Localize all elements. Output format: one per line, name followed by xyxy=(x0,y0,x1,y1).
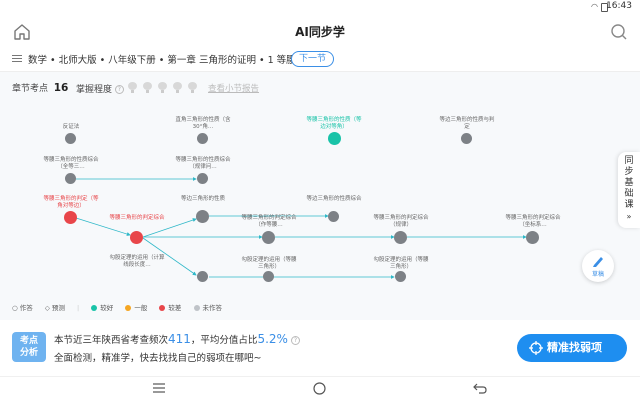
connector-lines xyxy=(75,177,527,279)
hint-line: 全面检测，精准学，快去找找自己的弱项在哪吧~ xyxy=(54,353,262,364)
help-icon[interactable]: ? xyxy=(290,336,300,345)
legend-answered: ○ 作答 xyxy=(12,304,33,312)
node-label: 反证法 xyxy=(62,124,80,130)
back-nav-icon[interactable] xyxy=(473,382,487,394)
knowledge-node[interactable] xyxy=(262,231,275,244)
help-icon[interactable]: ? xyxy=(114,85,124,94)
knowledge-map-panel: 章节考点 16 掌握程度 ? 查看小节报告 反证法 直角三角形的性质（含30°角… xyxy=(0,72,640,320)
pencil-icon xyxy=(593,257,603,267)
knowledge-node[interactable] xyxy=(328,132,341,145)
knowledge-node[interactable] xyxy=(197,271,208,282)
node-label: 直角三角形的性质（含30°角… xyxy=(175,117,231,130)
node-label: 等边三角形的性质 xyxy=(180,196,225,202)
legend-fair: 一般 xyxy=(125,304,147,312)
target-icon xyxy=(529,341,543,355)
node-label: 勾股定理的运用（计算线段长度… xyxy=(109,255,165,268)
frequency-value: 411 xyxy=(168,332,191,346)
page-title: AI同步学 xyxy=(295,25,345,39)
legend-good: 较好 xyxy=(91,304,113,312)
node-label: 等腰三角形的性质综合（全等三… xyxy=(43,157,99,170)
search-icon[interactable] xyxy=(610,23,628,41)
status-bar: ◠ 16:43 xyxy=(0,0,640,14)
find-weakness-label: 精准找弱项 xyxy=(547,341,602,354)
wifi-icon: ◠ xyxy=(591,2,598,11)
sync-basic-course-tab[interactable]: 同步基础课 » xyxy=(618,152,640,228)
node-label: 等腰三角形的判定综合（坐标系… xyxy=(505,215,561,228)
knowledge-node[interactable] xyxy=(65,133,76,144)
side-tab-label: 同步基础课 xyxy=(624,156,634,210)
node-label: 等腰三角形的判定综合 xyxy=(109,215,165,221)
next-section-button[interactable]: 下一节 xyxy=(291,51,334,67)
chapter-points-value: 16 xyxy=(53,82,69,94)
frequency-line: 本节近三年陕西省考查频次411，平均分值占比5.2% ? xyxy=(54,332,300,346)
node-label: 勾股定理的运用（等腰三角形） xyxy=(373,257,429,270)
legend: ○ 作答 ◇ 预测 | 较好 一般 较差 未作答 xyxy=(12,304,222,312)
knowledge-node[interactable] xyxy=(64,211,77,224)
draft-label: 草稿 xyxy=(591,271,604,278)
mastery-label: 掌握程度 xyxy=(76,85,113,95)
app-header: AI同步学 xyxy=(0,14,640,48)
bulb-icon xyxy=(173,82,182,93)
system-nav-bar xyxy=(0,376,640,400)
node-label: 等边三角形的性质与判定 xyxy=(439,117,495,130)
section-report-link[interactable]: 查看小节报告 xyxy=(208,84,260,94)
legend-poor: 较差 xyxy=(159,304,181,312)
knowledge-node[interactable] xyxy=(526,231,539,244)
exam-analysis-footer: 考点分析 本节近三年陕西省考查频次411，平均分值占比5.2% ? 全面检测，精… xyxy=(0,320,640,376)
knowledge-node[interactable] xyxy=(263,271,274,282)
menu-nav-icon[interactable] xyxy=(153,383,165,393)
bulb-icon xyxy=(128,82,137,93)
knowledge-node[interactable] xyxy=(65,173,76,184)
exam-analysis-badge: 考点分析 xyxy=(12,332,46,362)
knowledge-node[interactable] xyxy=(196,210,209,223)
status-time: 16:43 xyxy=(606,1,632,11)
knowledge-node[interactable] xyxy=(461,133,472,144)
menu-icon[interactable] xyxy=(12,53,22,63)
node-label: 等边三角形的性质综合 xyxy=(306,196,362,202)
mastery-level: 掌握程度 ? xyxy=(76,82,124,95)
chevron-right-icon: » xyxy=(626,212,632,221)
breadcrumb-bar: 数学 • 北师大版 • 八年级下册 • 第一章 三角形的证明 • 1 等腰三角形… xyxy=(0,48,640,70)
home-nav-icon[interactable] xyxy=(313,382,326,395)
bulb-icon xyxy=(143,82,152,93)
find-weakness-button[interactable]: 精准找弱项 xyxy=(517,334,627,362)
knowledge-node[interactable] xyxy=(328,211,339,222)
breadcrumb[interactable]: 数学 • 北师大版 • 八年级下册 • 第一章 三角形的证明 • 1 等腰三角形 xyxy=(28,55,325,66)
knowledge-node[interactable] xyxy=(395,271,406,282)
bulb-icon xyxy=(158,82,167,93)
node-label: 等腰三角形的判定综合（规律） xyxy=(373,215,429,228)
bulb-icon xyxy=(188,82,197,93)
battery-icon xyxy=(601,3,608,12)
knowledge-node[interactable] xyxy=(130,231,143,244)
legend-none: 未作答 xyxy=(193,304,222,312)
node-label: 等腰三角形的性质综合（规律问… xyxy=(175,157,231,170)
node-label: 勾股定理的运用（等腰三角形） xyxy=(241,257,297,270)
divider xyxy=(0,71,640,72)
knowledge-node[interactable] xyxy=(197,173,208,184)
node-label: 等腰三角形的判定综合（作等腰… xyxy=(241,215,297,228)
knowledge-node[interactable] xyxy=(394,231,407,244)
chapter-points: 章节考点 16 xyxy=(12,81,68,94)
ratio-value: 5.2% xyxy=(257,332,288,346)
draft-button[interactable]: 草稿 xyxy=(582,250,614,282)
knowledge-node[interactable] xyxy=(197,133,208,144)
legend-predicted: ◇ 预测 xyxy=(44,304,65,312)
home-icon[interactable] xyxy=(12,22,32,42)
chapter-points-label: 章节考点 xyxy=(12,84,49,94)
node-label: 等腰三角形的判定（等角对等边） xyxy=(43,196,99,209)
node-label: 等腰三角形的性质（等边对等角） xyxy=(306,117,362,130)
